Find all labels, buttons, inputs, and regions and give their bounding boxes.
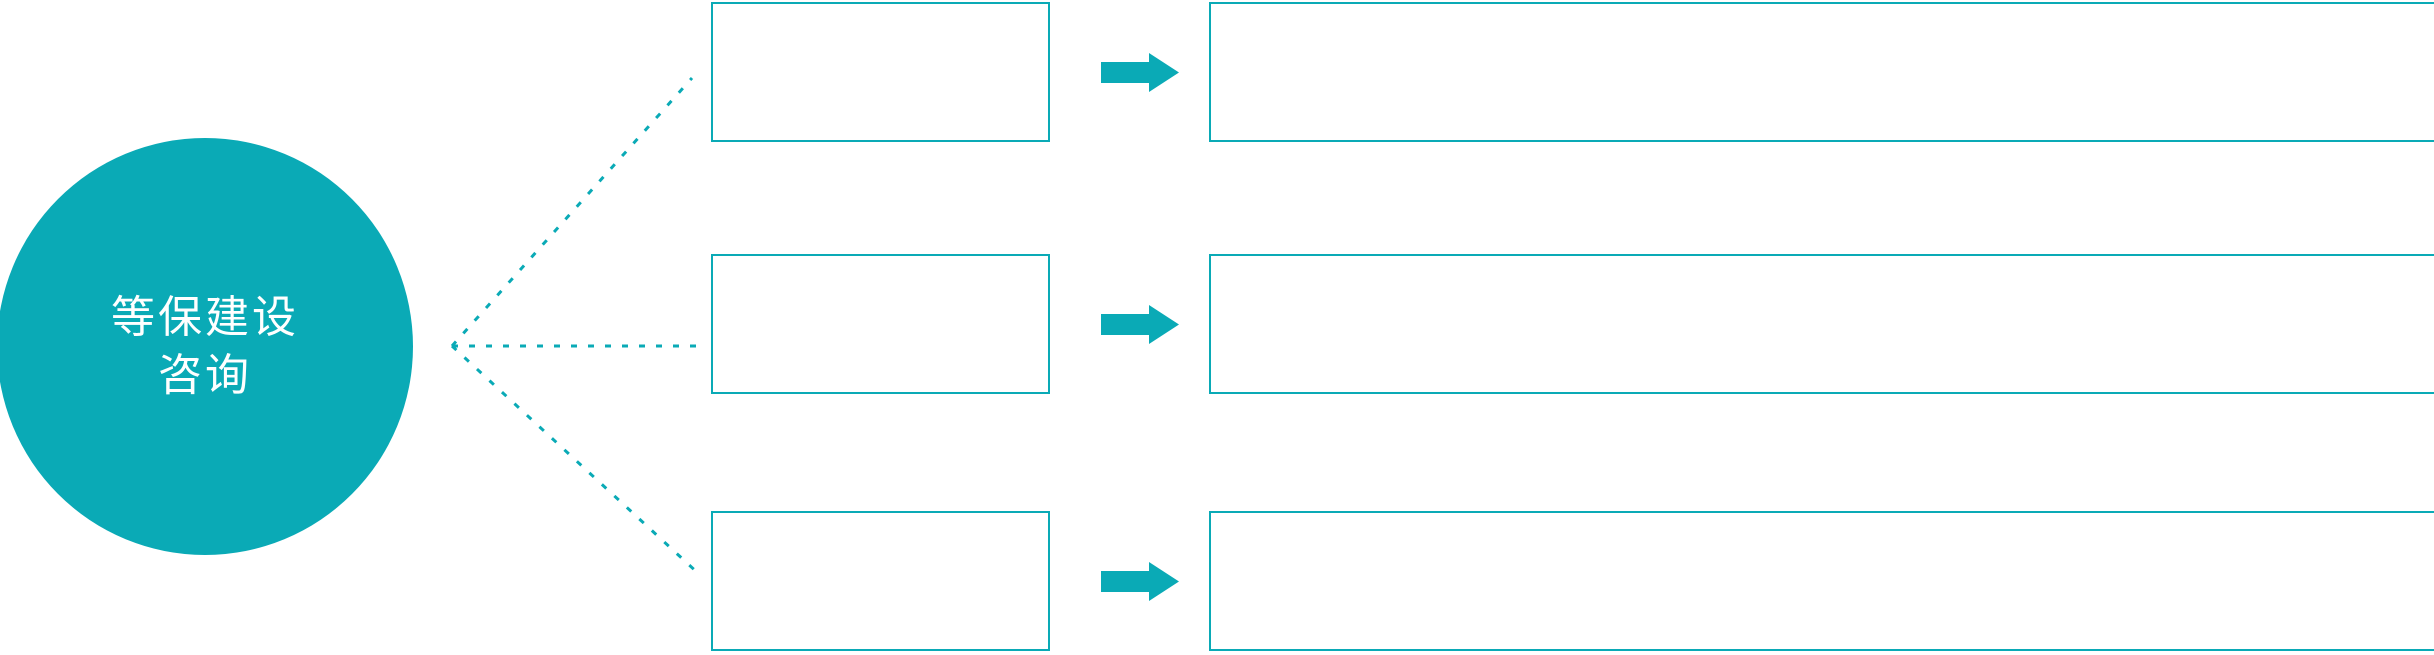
detail-box[interactable] <box>1209 2 2434 142</box>
stage-box[interactable] <box>711 2 1050 142</box>
arrow-right-icon <box>1101 305 1179 344</box>
hub-label-line-2: 咨询 <box>158 350 252 400</box>
connector-line-top <box>450 76 694 348</box>
arrow-right-icon <box>1101 562 1179 601</box>
stage-box[interactable] <box>711 511 1050 651</box>
connector-line-bottom <box>450 344 702 577</box>
hub-label-line-1: 等保建设 <box>111 293 299 343</box>
arrow-right-icon <box>1101 53 1179 92</box>
detail-box[interactable] <box>1209 511 2434 651</box>
hub-circle[interactable]: 等保建设 咨询 <box>0 138 413 555</box>
detail-box[interactable] <box>1209 254 2434 394</box>
stage-box[interactable] <box>711 254 1050 394</box>
